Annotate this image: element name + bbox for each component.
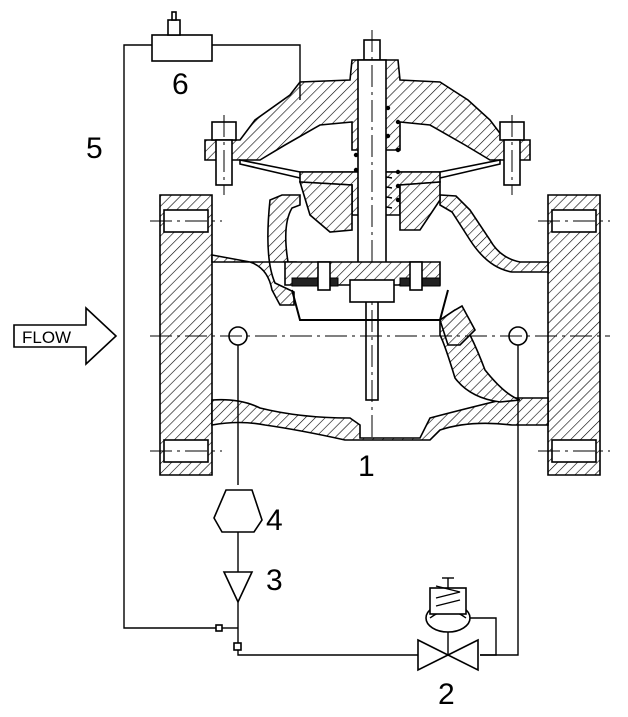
label-3: 3	[266, 564, 283, 597]
valve-stem	[357, 30, 387, 440]
flange-bolt-slots	[150, 209, 610, 463]
cover-bolts	[211, 115, 525, 195]
label-4: 4	[266, 504, 283, 537]
seat-wall	[439, 304, 476, 346]
bonnet-neck	[298, 181, 353, 233]
bonnet-neck-right	[399, 181, 441, 231]
flow-label: FLOW	[22, 328, 71, 347]
tubing-5	[123, 44, 218, 629]
label-1: 1	[358, 450, 375, 483]
right-flange	[547, 194, 601, 476]
left-flange	[159, 194, 213, 476]
label-6: 6	[172, 68, 189, 101]
upper-right-wall	[439, 194, 549, 273]
upper-body-wall	[211, 194, 301, 306]
label-5: 5	[86, 132, 103, 165]
pilot-6	[151, 34, 213, 62]
lower-body-wall	[211, 397, 549, 441]
solenoid-valve-2	[417, 577, 497, 672]
label-2: 2	[438, 678, 455, 711]
filter-4	[213, 489, 263, 533]
main-valve-body	[150, 30, 610, 476]
flow-arrow: FLOW	[13, 306, 118, 366]
disc-assembly	[284, 261, 449, 321]
pilot-circuit	[123, 11, 519, 656]
needle-valve-3	[222, 571, 254, 604]
